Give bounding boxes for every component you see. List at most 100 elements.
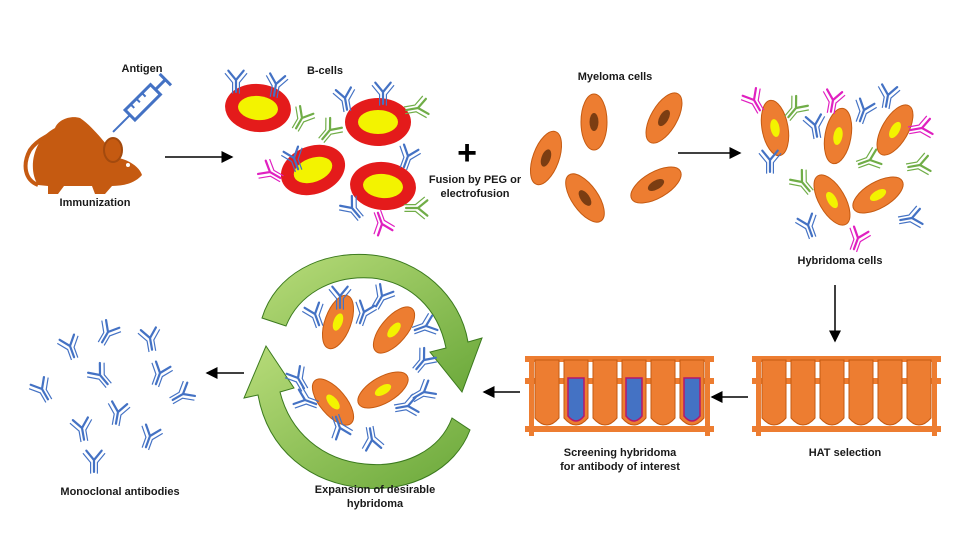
monoclonal-antibody-icon	[69, 416, 93, 443]
antibody-icon	[265, 72, 289, 99]
monoclonal-antibody-icon	[56, 333, 79, 361]
antibody-icon	[411, 312, 439, 335]
antibody-icon	[905, 152, 932, 176]
antibody-icon	[224, 69, 248, 94]
antibody-icon	[332, 86, 356, 113]
antibody-icon	[822, 88, 846, 115]
test-tube	[906, 359, 932, 426]
antibody-icon	[412, 346, 437, 373]
monoclonal-antibody-icon	[169, 380, 197, 405]
antibody-icon	[292, 386, 320, 409]
expansion-label-line2: hybridoma	[346, 498, 404, 510]
antibody-icon	[291, 104, 316, 132]
antibody-icon	[355, 299, 378, 327]
hybridoma-cells-label: Hybridoma cells	[797, 255, 883, 267]
antibody-icon	[907, 115, 934, 139]
antibody-icon	[403, 95, 430, 119]
plus-sign: +	[457, 134, 477, 172]
b-cell	[280, 144, 346, 196]
positive-tube-fill	[625, 377, 643, 422]
b-cells-label: B-cells	[306, 65, 344, 77]
antibody-icon	[849, 225, 872, 253]
antibody-icon	[404, 196, 429, 220]
antibody-icon	[331, 413, 354, 441]
test-tube	[592, 359, 618, 426]
hybridoma-cell	[372, 306, 416, 354]
hybridoma-cell	[760, 99, 790, 157]
screening-label-line2: for antibody of interest	[560, 461, 680, 473]
monoclonal-antibody-icon	[97, 318, 122, 346]
antibody-icon	[373, 209, 396, 237]
monoclonal-antibody-icon	[151, 360, 174, 388]
fusion-label-line2: electrofusion	[440, 188, 510, 200]
b-cell	[350, 161, 416, 211]
antigen-label: Antigen	[121, 63, 163, 75]
antibody-icon	[855, 97, 878, 125]
antibody-icon	[399, 143, 422, 171]
monoclonal-antibody-icon	[137, 326, 161, 353]
myeloma-cell	[630, 166, 682, 204]
antibody-icon	[284, 364, 309, 392]
monoclonal-antibody-icon	[141, 423, 164, 451]
antibody-icon	[318, 116, 343, 143]
antibody-icon	[393, 393, 420, 417]
test-tube	[819, 359, 845, 426]
antibody-icon	[256, 158, 284, 183]
myeloma-cell	[565, 173, 605, 223]
antibody-icon	[802, 113, 826, 140]
cycle-arrows	[243, 253, 483, 489]
antibody-icon	[855, 146, 883, 169]
antibody-icon	[758, 149, 782, 174]
b-cell	[225, 83, 291, 133]
expansion-label-line1: Expansion of desirable	[314, 484, 436, 496]
fusion-label-line1: Fusion by PEG or	[428, 174, 522, 186]
test-tube	[877, 359, 903, 426]
antibody-icon	[877, 83, 901, 110]
antibody-icon	[361, 425, 385, 452]
mouse-icon	[23, 117, 143, 194]
immunization-label: Immunization	[59, 197, 131, 209]
positive-tube-fill	[683, 377, 701, 422]
antibody-icon	[328, 285, 352, 310]
test-tube	[761, 359, 787, 426]
hybridoma-cell	[876, 104, 914, 156]
screening-rack	[525, 356, 714, 436]
monoclonal-antibody-icon	[107, 400, 131, 427]
hybridoma-cell	[321, 294, 355, 350]
hybridoma-cell	[852, 176, 904, 214]
antibody-icon	[789, 168, 814, 195]
antibody-icon	[897, 205, 924, 229]
myeloma-cell	[645, 92, 683, 144]
monoclonal-antibody-icon	[82, 449, 106, 474]
hat-selection-rack	[752, 356, 941, 436]
screening-label-line1: Screening hybridoma	[563, 447, 677, 459]
antibody-icon	[280, 145, 303, 173]
positive-tube-fill	[567, 377, 585, 422]
monoclonal-antibody-icon	[87, 361, 112, 388]
hybridoma-cell	[311, 378, 355, 426]
b-cell	[345, 98, 411, 146]
test-tube	[790, 359, 816, 426]
test-tube	[848, 359, 874, 426]
antibody-icon	[740, 86, 765, 114]
antibody-icon	[784, 94, 809, 121]
myeloma-cells-label: Myeloma cells	[577, 71, 653, 83]
hybridoma-cell	[823, 107, 853, 165]
test-tube	[650, 359, 676, 426]
hybridoma-cell	[357, 371, 409, 409]
antibody-icon	[371, 282, 396, 310]
antibody-icon	[794, 212, 817, 240]
hybridoma-cell	[813, 174, 851, 226]
syringe-icon	[112, 72, 173, 133]
hat-selection-label: HAT selection	[808, 447, 882, 459]
myeloma-cell	[529, 130, 563, 186]
antibody-icon	[339, 194, 364, 221]
monoclonal-antibody-icon	[28, 375, 53, 403]
antibody-icon	[301, 301, 324, 329]
antibody-icon	[371, 81, 395, 106]
antibody-icon	[410, 378, 438, 403]
myeloma-cell	[580, 93, 608, 151]
test-tube	[534, 359, 560, 426]
monoclonal-antibodies-label: Monoclonal antibodies	[60, 486, 180, 498]
